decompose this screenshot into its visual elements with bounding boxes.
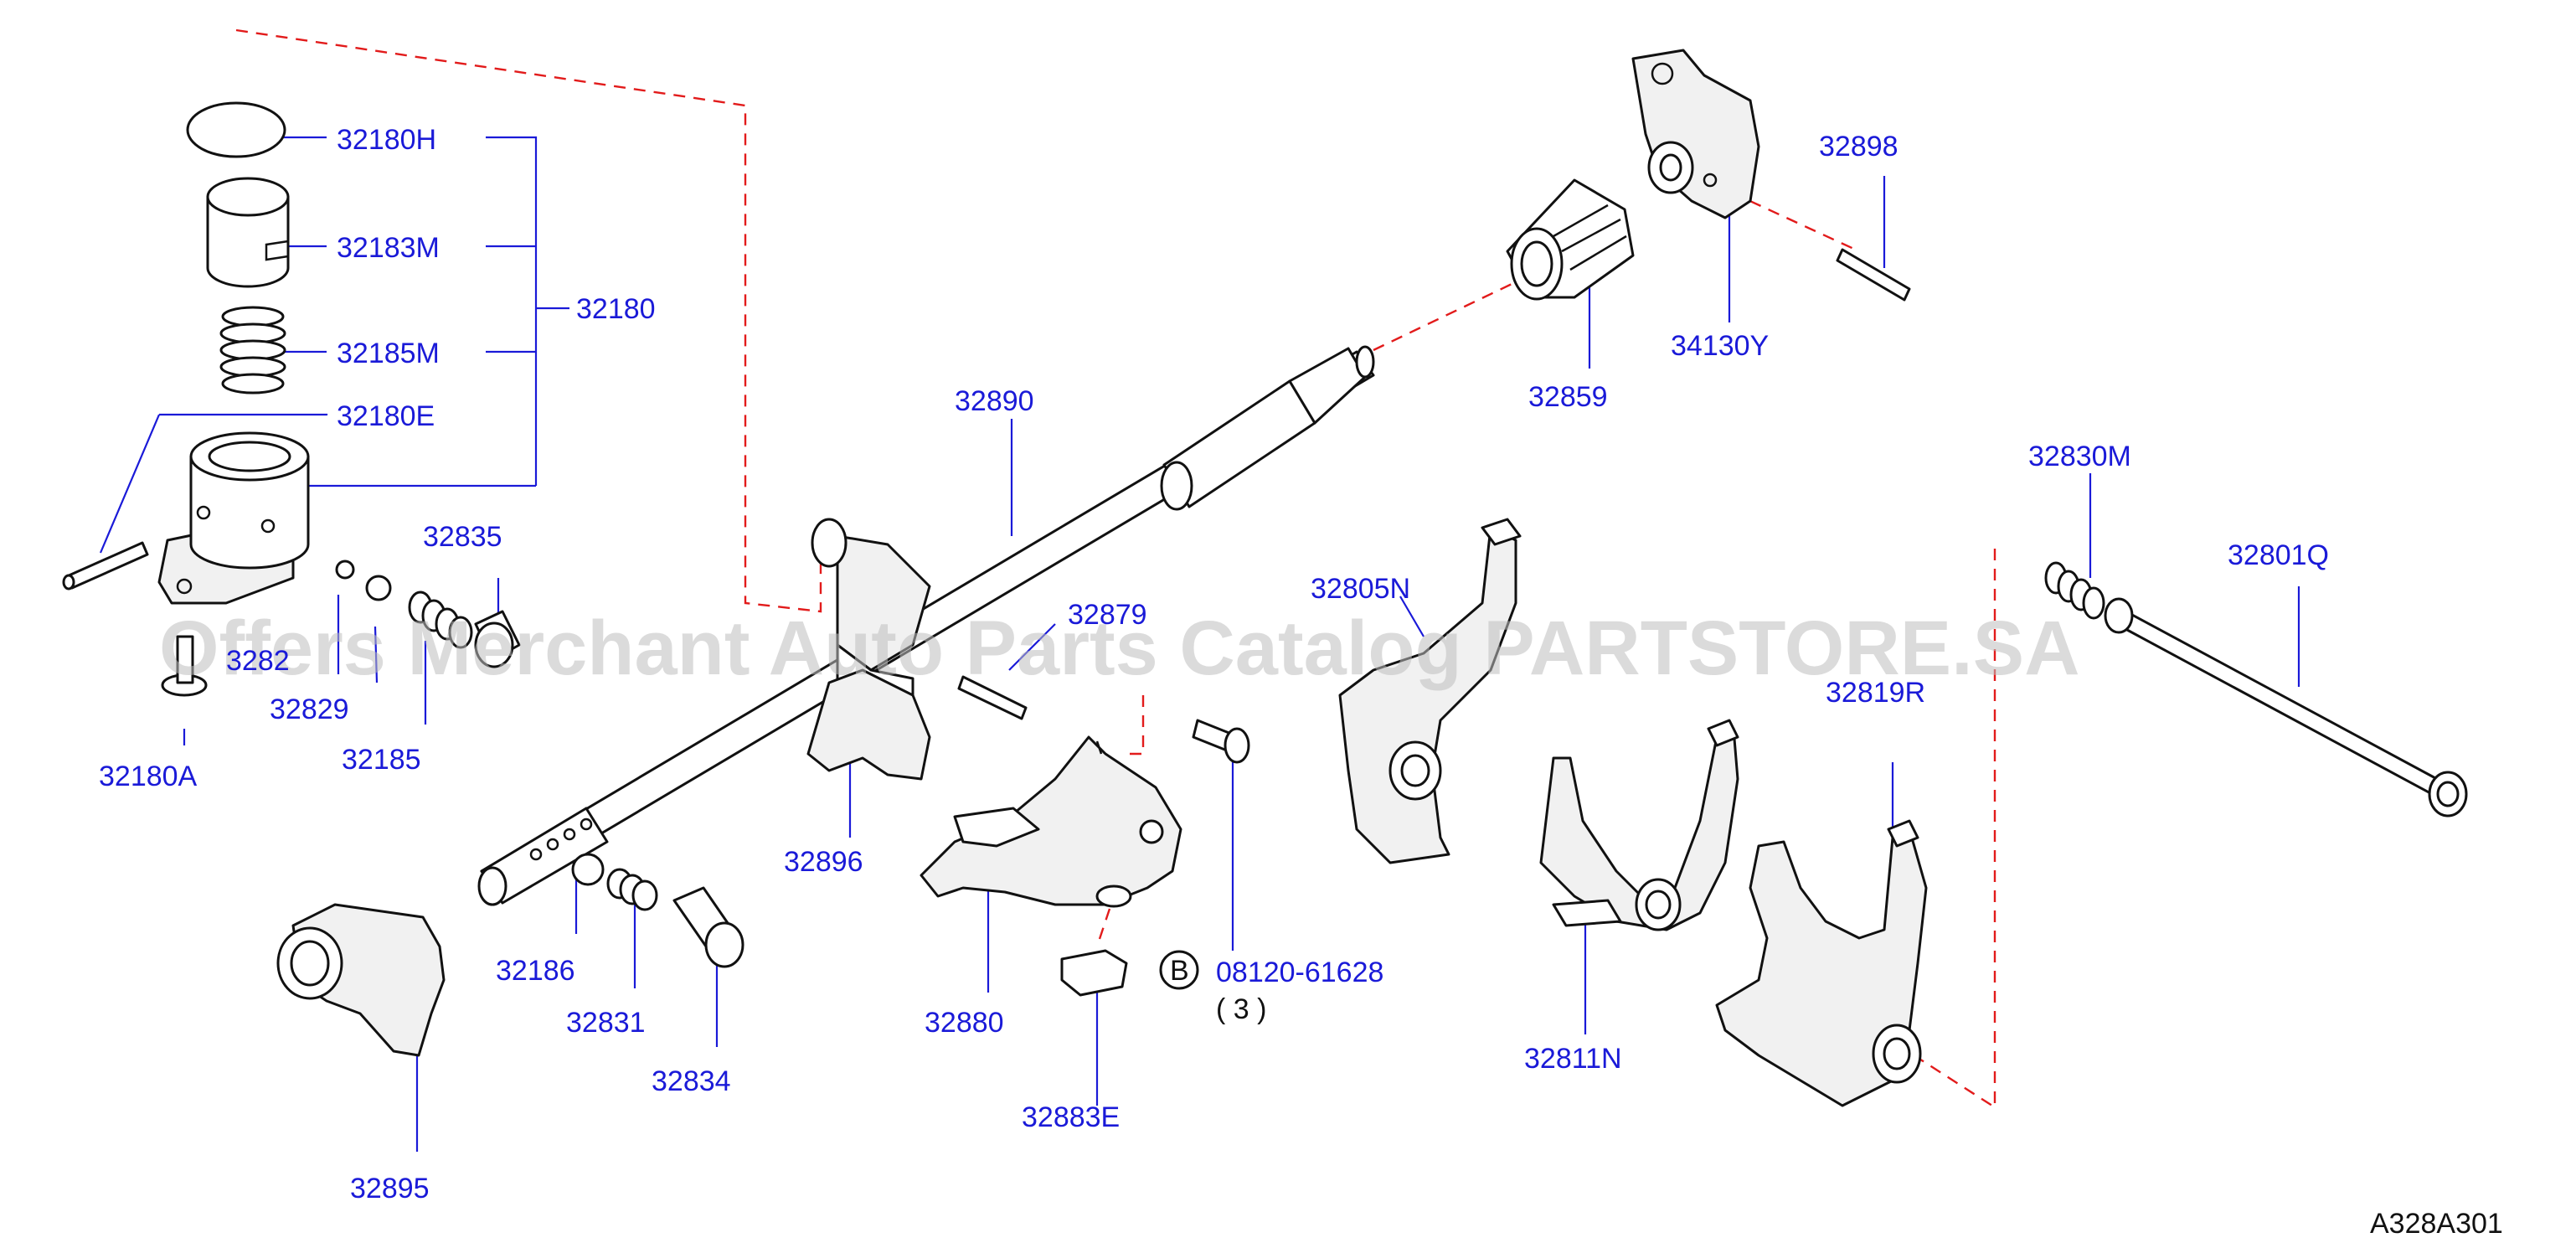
spring-32185M — [219, 306, 286, 395]
lever-32895 — [276, 903, 446, 1057]
diagram-code: A328A301 — [2370, 1208, 2503, 1240]
label-32834: 32834 — [652, 1065, 731, 1097]
rod-32801Q — [2104, 597, 2468, 817]
label-32801Q: 32801Q — [2228, 539, 2329, 571]
label-quantity: ( 3 ) — [1216, 993, 1266, 1025]
ball-32829b — [365, 575, 392, 601]
label-32185M: 32185M — [337, 338, 440, 369]
label-32180E: 32180E — [337, 400, 435, 432]
label-32829: 32829 — [270, 694, 349, 725]
watermark: Offers Merchant Auto Parts Catalog PARTS… — [159, 606, 2080, 691]
label-32831: 32831 — [566, 1007, 646, 1039]
pad-32883E — [1060, 949, 1128, 997]
part-labels: 32180H 32183M 32185M 32180E 32180 32835 … — [99, 124, 2503, 1240]
spring-32830M — [2044, 561, 2105, 620]
label-32180H: 32180H — [337, 124, 436, 156]
ball-32186 — [571, 853, 605, 886]
lever-32880 — [920, 735, 1182, 908]
label-32819R: 32819R — [1826, 677, 1925, 709]
ball-32829 — [335, 560, 355, 580]
pin-32898 — [1836, 248, 1911, 302]
label-32898: 32898 — [1819, 131, 1899, 162]
label-32185: 32185 — [342, 744, 421, 776]
label-32183M: 32183M — [337, 232, 440, 264]
label-32880: 32880 — [925, 1007, 1004, 1039]
label-32859: 32859 — [1528, 381, 1608, 413]
pin-32180E — [62, 541, 149, 591]
label-32180A: 32180A — [99, 761, 198, 792]
plug-32835 — [474, 610, 521, 668]
label-32883E: 32883E — [1022, 1101, 1120, 1133]
label-32180: 32180 — [576, 293, 656, 325]
label-32805N: 32805N — [1311, 573, 1410, 605]
label-32186: 32186 — [496, 955, 575, 987]
shift-rod-32890 — [477, 345, 1375, 906]
plunger-32183M — [206, 177, 290, 288]
label-08120-61628: 08120-61628 — [1216, 957, 1383, 988]
housing-32180 — [157, 431, 310, 605]
oring-32180H — [186, 101, 286, 158]
label-32829-partial: 3282 — [226, 645, 290, 677]
spring-32185 — [408, 591, 473, 649]
plug-32180A — [161, 635, 208, 697]
bracket-32896 — [806, 668, 931, 781]
fork-32819R — [1715, 819, 1928, 1107]
boot-32859 — [1506, 178, 1635, 301]
label-34130Y: 34130Y — [1671, 330, 1769, 362]
bolt-marker-letter: B — [1170, 955, 1189, 987]
fork-32805N — [1338, 518, 1522, 864]
label-32895: 32895 — [350, 1173, 430, 1204]
spring-32831 — [606, 868, 658, 911]
label-32835: 32835 — [423, 521, 502, 553]
label-32896: 32896 — [784, 846, 863, 878]
bolt-marker-circle — [1159, 950, 1199, 990]
bracket-34130Y — [1631, 49, 1760, 219]
pin-32879 — [957, 675, 1028, 720]
fork-32811N — [1539, 719, 1739, 931]
label-32811N: 32811N — [1524, 1043, 1622, 1075]
label-32830M: 32830M — [2028, 441, 2131, 472]
bolt-08120-61628 — [1192, 719, 1250, 764]
label-32879: 32879 — [1068, 599, 1147, 631]
label-32890: 32890 — [955, 385, 1034, 417]
plug-32834 — [672, 886, 744, 968]
